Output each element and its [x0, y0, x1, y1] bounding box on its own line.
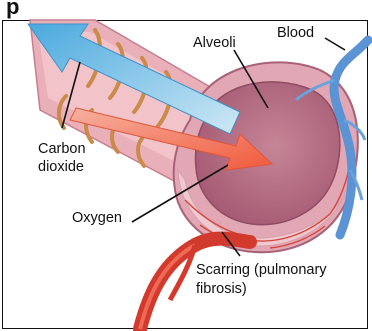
- label-blood: Blood: [277, 25, 314, 41]
- label-scarring-line2: fibrosis): [196, 281, 247, 297]
- label-carbon-dioxide-line2: dioxide: [38, 159, 84, 175]
- label-alveoli: Alveoli: [193, 35, 236, 51]
- label-oxygen: Oxygen: [72, 210, 122, 226]
- label-scarring-line1: Scarring (pulmonary: [196, 262, 327, 278]
- label-carbon-dioxide-line1: Carbon: [38, 141, 86, 157]
